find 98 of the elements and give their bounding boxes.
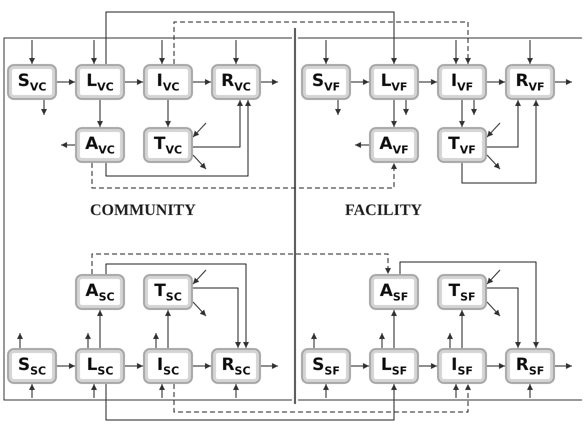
arrow [486,302,500,316]
arrow [17,332,23,348]
arrow [486,288,521,348]
compartment-box: A$_{VF}$ [369,127,419,163]
arrow [350,363,370,369]
compartment-box: T$_{VC}$ [143,127,193,163]
compartment-box: R$_{VF}$ [505,64,555,100]
arrow [233,384,239,398]
compartment-box: I$_{VF}$ [437,64,487,100]
arrow [459,310,465,348]
compartment-box: A$_{SC}$ [75,274,125,310]
arrow [29,40,35,64]
arrow [391,100,397,128]
compartment-box: I$_{SC}$ [143,348,193,384]
dashed-arrow [174,384,471,412]
arrow [323,384,329,398]
arrow [260,79,278,85]
arrow [447,332,453,348]
arrow [159,40,165,64]
arrow [60,142,76,148]
arrow [486,122,500,138]
arrow [192,100,243,148]
arrow [192,154,206,170]
arrow [418,79,438,85]
arrow [527,384,533,398]
compartment-box: L$_{VF}$ [369,64,419,100]
region-label: COMMUNITY [90,202,196,220]
compartment-box: I$_{SF}$ [437,348,487,384]
compartment-box: T$_{VF}$ [437,127,487,163]
arrow [453,40,459,64]
arrow [97,310,103,348]
arrow [391,310,397,348]
arrow [192,122,206,138]
arrow [471,100,477,116]
arrow [486,363,506,369]
dashed-arrow [92,162,397,188]
compartment-box: S$_{SC}$ [7,348,57,384]
arrow [486,79,506,85]
compartment-box: S$_{VC}$ [7,64,57,100]
compartment-box: L$_{SF}$ [369,348,419,384]
arrow [335,100,341,116]
arrow [159,384,165,398]
compartment-box: T$_{SF}$ [437,274,487,310]
arrow [233,40,239,64]
arrow [323,40,329,64]
arrow [165,100,171,128]
arrow [41,100,47,116]
arrow [260,363,278,369]
arrow [462,100,539,184]
arrow [85,332,91,348]
arrow [379,332,385,348]
dashed-arrow [92,254,391,274]
arrow [486,100,521,148]
compartment-box: R$_{SC}$ [211,348,261,384]
compartment-box: R$_{VC}$ [211,64,261,100]
arrow [153,332,159,348]
arrow [124,79,144,85]
compartment-box: A$_{VC}$ [75,127,125,163]
arrow [192,302,206,316]
arrow [354,142,370,148]
arrow [400,262,539,348]
arrow [192,288,241,348]
arrow [29,384,35,398]
compartment-box: L$_{SC}$ [75,348,125,384]
arrow [554,79,572,85]
arrow [453,384,459,398]
compartment-box: S$_{SF}$ [301,348,351,384]
arrow [192,79,212,85]
compartment-box: R$_{SF}$ [505,348,555,384]
arrow [486,270,500,284]
arrow [56,363,76,369]
arrow [124,363,144,369]
arrow [106,12,397,64]
arrow [192,363,212,369]
arrow [192,270,206,284]
compartment-box: T$_{SC}$ [143,274,193,310]
arrow [106,100,251,176]
compartment-box: I$_{VC}$ [143,64,193,100]
arrow [91,40,97,64]
arrow [459,100,465,128]
arrow [97,100,103,128]
compartment-box: L$_{VC}$ [75,64,125,100]
arrow [527,40,533,64]
arrow [403,100,409,116]
arrow [106,264,249,348]
compartment-box: A$_{SF}$ [369,274,419,310]
arrow [106,384,397,420]
arrow [418,363,438,369]
arrow [165,310,171,348]
arrow [486,154,500,170]
arrow [554,363,572,369]
arrow [56,79,76,85]
region-label: FACILITY [345,202,422,220]
arrow [350,79,370,85]
dashed-arrow [174,22,471,64]
arrow [91,384,97,398]
arrow [311,332,317,348]
compartment-box: S$_{VF}$ [301,64,351,100]
